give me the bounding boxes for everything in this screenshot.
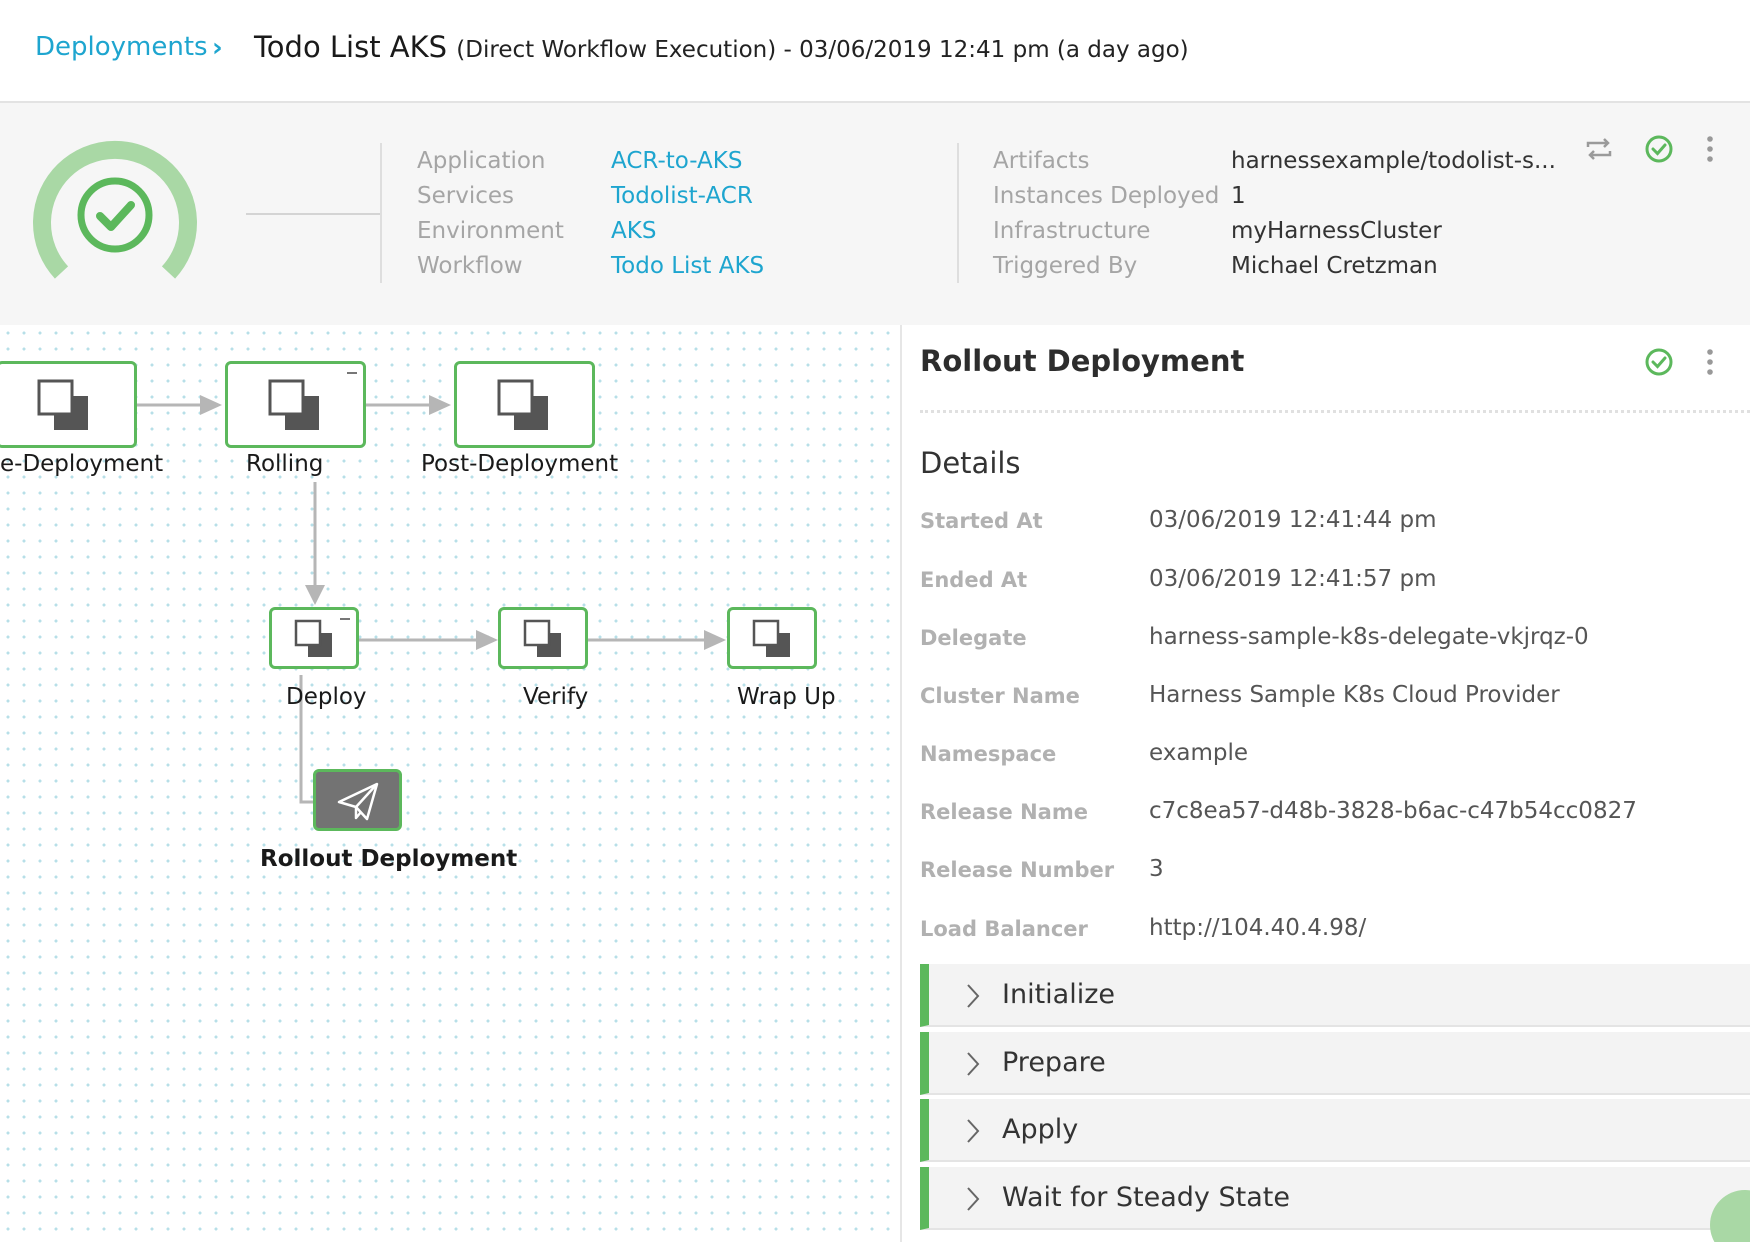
info-label-environment: Environment (417, 218, 564, 244)
graph-connectors (136, 395, 726, 804)
chevron-right-small-icon (967, 1052, 980, 1076)
breadcrumb-deployments[interactable]: Deployments (35, 32, 208, 62)
info-link-workflow[interactable]: Todo List AKS (611, 253, 765, 279)
gauge-connector-line (246, 213, 382, 215)
collapse-icon[interactable] (347, 372, 357, 374)
detail-value-delegate: harness-sample-k8s-delegate-vkjrqz-0 (1149, 624, 1589, 650)
rerun-icon[interactable] (1584, 135, 1614, 163)
chevron-right-small-icon (967, 1187, 980, 1211)
detail-label-namespace: Namespace (920, 742, 1057, 766)
step-label: Wait for Steady State (1002, 1182, 1290, 1213)
collapse-icon[interactable] (340, 618, 350, 620)
graph-node-post-deployment[interactable] (454, 361, 595, 448)
graph-node-pre-deployment[interactable] (0, 361, 137, 448)
detail-divider (920, 410, 1750, 413)
more-vertical-icon[interactable] (1702, 134, 1718, 164)
step-initialize[interactable]: Initialize (920, 964, 1750, 1027)
detail-link-load-balancer[interactable]: http://104.40.4.98/ (1149, 915, 1367, 941)
node-label-post-deployment: Post-Deployment (421, 451, 619, 477)
info-label-workflow: Workflow (417, 253, 523, 279)
detail-label-delegate: Delegate (920, 626, 1027, 650)
paper-plane-icon (337, 782, 379, 821)
info-value-infrastructure: myHarnessCluster (1231, 218, 1442, 244)
info-label-artifacts: Artifacts (993, 148, 1090, 174)
help-fab[interactable] (1710, 1190, 1750, 1242)
graph-node-wrap-up[interactable] (727, 607, 817, 669)
info-value-instances: 1 (1231, 183, 1246, 209)
detail-title: Rollout Deployment (920, 344, 1245, 378)
node-label-pre-deployment: e-Deployment (0, 451, 164, 477)
step-wait-for-steady-state[interactable]: Wait for Steady State (920, 1167, 1750, 1230)
phase-icon (523, 619, 561, 657)
details-heading: Details (920, 446, 1021, 480)
node-label-rollout-deployment: Rollout Deployment (260, 846, 518, 872)
graph-node-deploy[interactable] (269, 607, 359, 669)
detail-value-release-number: 3 (1149, 856, 1164, 882)
info-link-environment[interactable]: AKS (611, 218, 657, 244)
info-link-application[interactable]: ACR-to-AKS (611, 148, 743, 174)
info-label-infrastructure: Infrastructure (993, 218, 1151, 244)
info-value-triggered-by: Michael Cretzman (1231, 253, 1438, 279)
phase-icon (497, 379, 548, 430)
info-link-services[interactable]: Todolist-ACR (611, 183, 753, 209)
summary-divider (957, 143, 959, 283)
status-gauge (33, 140, 197, 279)
chevron-right-small-icon (967, 1119, 980, 1143)
workflow-title: Todo List AKS (254, 30, 448, 64)
success-check-icon (1645, 135, 1673, 163)
node-label-deploy: Deploy (286, 684, 367, 710)
info-label-instances: Instances Deployed (993, 183, 1220, 209)
detail-label-ended-at: Ended At (920, 568, 1028, 592)
node-label-verify: Verify (523, 684, 589, 710)
info-label-services: Services (417, 183, 514, 209)
phase-icon (268, 379, 319, 430)
summary-divider (380, 143, 382, 283)
detail-label-cluster-name: Cluster Name (920, 684, 1080, 708)
detail-value-ended-at: 03/06/2019 12:41:57 pm (1149, 566, 1437, 592)
workflow-graph-canvas (0, 325, 900, 1242)
detail-label-started-at: Started At (920, 509, 1043, 533)
graph-node-rollout-deployment[interactable] (313, 769, 402, 831)
execution-subtitle: (Direct Workflow Execution) - 03/06/2019… (456, 37, 1189, 63)
detail-label-release-number: Release Number (920, 858, 1115, 882)
step-label: Initialize (1002, 979, 1115, 1010)
page-title: Todo List AKS (Direct Workflow Execution… (254, 30, 1189, 64)
detail-value-cluster-name: Harness Sample K8s Cloud Provider (1149, 682, 1560, 708)
help-icon (1710, 1190, 1750, 1242)
phase-icon (294, 619, 332, 657)
page-header (0, 0, 1750, 103)
more-vertical-icon[interactable] (1702, 347, 1718, 377)
detail-value-namespace: example (1149, 740, 1248, 766)
info-label-application: Application (417, 148, 546, 174)
node-label-wrap-up: Wrap Up (737, 684, 836, 710)
detail-label-load-balancer: Load Balancer (920, 917, 1088, 941)
chevron-right-small-icon (967, 984, 980, 1008)
phase-icon (37, 379, 88, 430)
step-label: Prepare (1002, 1047, 1106, 1078)
chevron-right-icon: › (212, 33, 223, 63)
success-check-icon (77, 177, 153, 253)
graph-node-rolling[interactable] (225, 361, 366, 448)
info-label-triggered-by: Triggered By (993, 253, 1138, 279)
detail-value-release-name: c7c8ea57-d48b-3828-b6ac-c47b54cc0827 (1149, 798, 1637, 824)
node-label-rolling: Rolling (246, 451, 324, 477)
success-check-icon (1645, 348, 1673, 376)
step-label: Apply (1002, 1114, 1079, 1145)
detail-value-started-at: 03/06/2019 12:41:44 pm (1149, 507, 1437, 533)
step-apply[interactable]: Apply (920, 1099, 1750, 1162)
phase-icon (752, 619, 790, 657)
graph-node-verify[interactable] (498, 607, 588, 669)
detail-label-release-name: Release Name (920, 800, 1088, 824)
info-value-artifacts: harnessexample/todolist-s... (1231, 148, 1556, 174)
step-prepare[interactable]: Prepare (920, 1032, 1750, 1095)
